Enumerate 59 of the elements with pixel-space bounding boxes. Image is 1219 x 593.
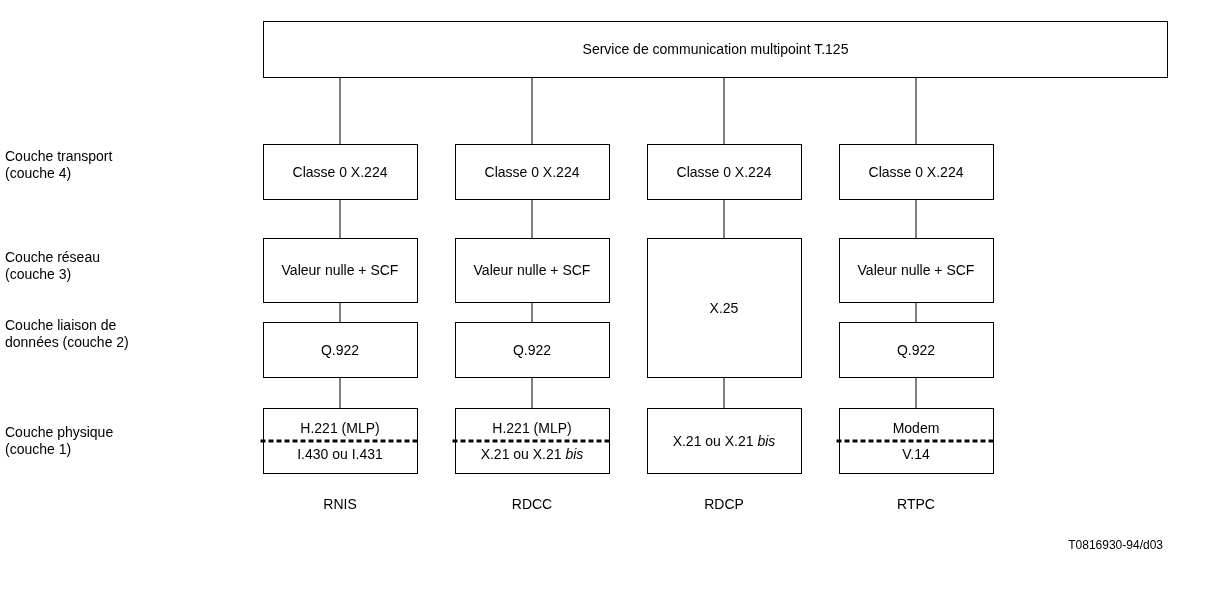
layer-label: Couche physique (couche 1): [5, 424, 115, 458]
connector-line: [339, 377, 341, 409]
protocol-box: [454, 322, 610, 378]
protocol-box: [838, 238, 994, 303]
protocol-text: Valeur nulle + SCF: [281, 262, 399, 279]
connector-line: [531, 302, 533, 323]
protocol-box: [262, 238, 418, 303]
network-label: RDCP: [704, 496, 744, 513]
protocol-text: Classe 0 X.224: [484, 163, 580, 181]
protocol-text: H.221 (MLP): [492, 419, 572, 437]
connector-line: [915, 302, 917, 323]
protocol-box: [646, 408, 802, 474]
protocol-text: X.25: [709, 299, 739, 317]
protocol-box: [262, 408, 418, 474]
connector-line: [723, 377, 725, 409]
protocol-text: Service de communication multipoint T.125: [582, 41, 849, 58]
connector-line: [339, 199, 341, 239]
connector-line: [339, 302, 341, 323]
connector-line: [531, 199, 533, 239]
protocol-box: [454, 408, 610, 474]
connector-line: [723, 199, 725, 239]
service-box: [263, 21, 1168, 78]
protocol-text: Classe 0 X.224: [868, 163, 964, 181]
connector-line: [531, 377, 533, 409]
network-label: RDCC: [511, 496, 553, 513]
layer-label: Couche transport (couche 4): [5, 148, 114, 182]
layer-label: Couche liaison de données (couche 2): [5, 317, 130, 351]
connector-line: [531, 77, 533, 145]
protocol-text: X.21 ou X.21 bis: [480, 445, 584, 463]
protocol-text: X.21 ou X.21 bis: [672, 432, 776, 450]
protocol-text: Valeur nulle + SCF: [473, 262, 591, 279]
protocol-box: [646, 144, 802, 200]
protocol-box: [262, 144, 418, 200]
connector-line: [915, 77, 917, 145]
protocol-box: [646, 238, 802, 378]
connector-line: [915, 199, 917, 239]
protocol-box: [454, 238, 610, 303]
protocol-text: Classe 0 X.224: [292, 163, 388, 181]
network-label: RNIS: [323, 496, 357, 513]
protocol-text: H.221 (MLP): [300, 419, 380, 437]
protocol-text: Q.922: [320, 341, 360, 359]
network-label: RTPC: [897, 496, 935, 513]
connector-line: [723, 77, 725, 145]
protocol-text: V.14: [902, 445, 930, 463]
protocol-box: [838, 144, 994, 200]
protocol-box: [454, 144, 610, 200]
reference-code: T0816930-94/d03: [1068, 537, 1163, 554]
connector-line: [915, 377, 917, 409]
connector-line: [339, 77, 341, 145]
protocol-box: [838, 322, 994, 378]
protocol-text: Q.922: [512, 341, 552, 359]
protocol-text: Q.922: [896, 341, 936, 359]
protocol-text: Classe 0 X.224: [676, 163, 772, 181]
protocol-text: I.430 ou I.431: [297, 445, 383, 463]
protocol-box: [262, 322, 418, 378]
protocol-box: [838, 408, 994, 474]
protocol-text: Valeur nulle + SCF: [857, 262, 975, 279]
protocol-text: Modem: [892, 419, 940, 437]
layer-label: Couche réseau (couche 3): [5, 249, 101, 283]
